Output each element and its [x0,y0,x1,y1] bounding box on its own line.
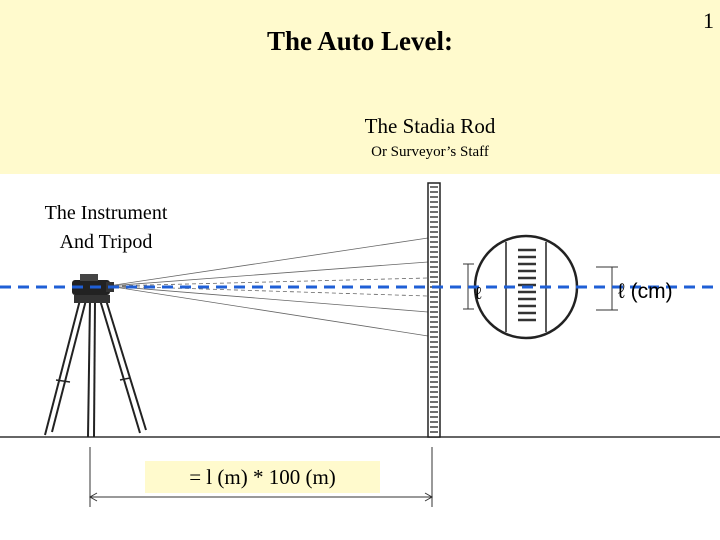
rod-intercept-label: ℓ [474,283,483,303]
instrument-label-line1: The Instrument [44,202,168,224]
sight-lines [107,237,429,337]
distance-dimension [88,447,434,507]
page-number: 1 [703,8,714,33]
instrument-label: The Instrument And Tripod [18,199,194,257]
rod-subtitle: Or Surveyor’s Staff [371,144,489,160]
tripod [44,299,147,438]
rod-title: The Stadia Rod [364,114,496,138]
slide-title: The Auto Level: [267,26,453,56]
tripod-head [74,295,110,303]
stadia-rod [427,182,441,438]
distance-formula: = l (m) * 100 (m) [145,461,380,493]
instrument-label-line2: And Tripod [59,231,153,253]
magnified-intercept-label: ℓ (cm) [618,280,673,303]
title-banner [0,0,720,174]
auto-level-instrument [72,274,114,295]
